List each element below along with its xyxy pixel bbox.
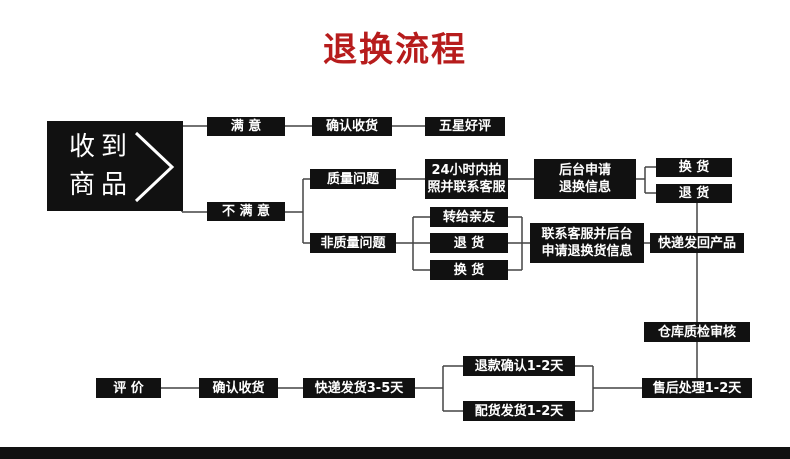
node-quality-issue: 质量问题 [310,169,396,189]
node-warehouse-check: 仓库质检审核 [644,322,750,342]
node-return-mid: 退 货 [430,233,508,253]
node-return-top: 退 货 [656,184,732,203]
node-refund-confirm: 退款确认1-2天 [463,356,575,376]
node-five-star-review: 五星好评 [425,117,505,136]
node-photo-contact-service: 24小时内拍 照并联系客服 [425,159,508,199]
node-non-quality-issue: 非质量问题 [310,233,396,253]
node-express-return: 快递发回产品 [650,233,744,253]
node-exchange-mid: 换 货 [430,260,508,280]
start-line-2: 商品 [69,170,134,200]
node-ship-goods: 配货发货1-2天 [463,401,575,421]
node-express-ship: 快递发货3-5天 [303,378,415,398]
node-confirm-receipt-bottom: 确认收货 [199,378,278,398]
node-after-sales: 售后处理1-2天 [642,378,752,398]
start-line-1: 收到 [69,132,134,162]
node-unsatisfied: 不 满 意 [207,202,285,221]
node-backend-apply: 后台申请 退换信息 [534,159,636,199]
node-confirm-receipt-top: 确认收货 [312,117,392,136]
node-review: 评 价 [96,378,161,398]
node-gift-to-friend: 转给亲友 [430,207,508,227]
node-contact-backend-apply: 联系客服并后台 申请退换货信息 [530,223,644,263]
page-title: 退换流程 [323,30,467,70]
chevron-arrow-icon [134,131,175,203]
start-node-received-goods: 收到 商品 [47,121,183,211]
bottom-bar [0,447,790,459]
node-exchange-top: 换 货 [656,158,732,177]
node-satisfied: 满 意 [207,117,285,136]
